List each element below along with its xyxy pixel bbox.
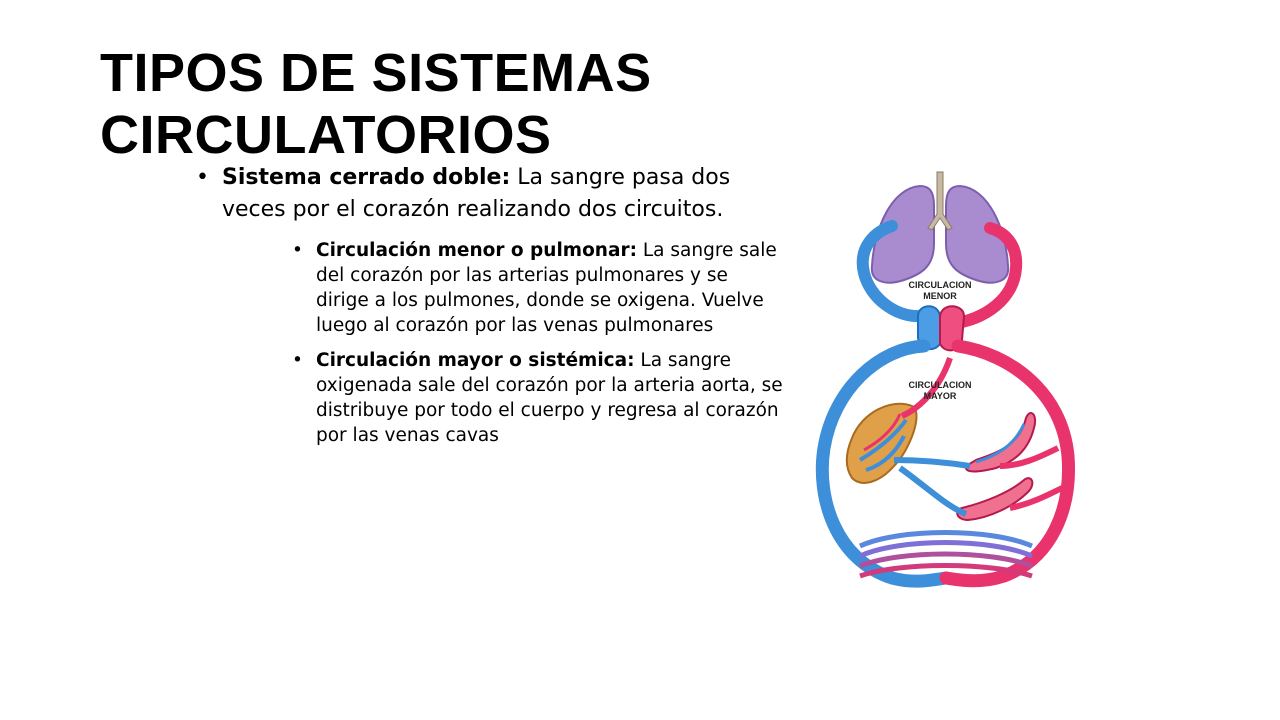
right-lung	[945, 184, 1010, 284]
label-circulacion-mayor-1: CIRCULACION	[909, 380, 972, 390]
bullet-text: La sangre oxigenada sale del corazón por…	[316, 350, 783, 446]
bullet-circulacion-menor: • Circulación menor o pulmonar: La sangr…	[292, 238, 786, 338]
pulmonary-vein-left	[856, 220, 928, 323]
organ-lower-right	[956, 477, 1034, 522]
bullet-dot-icon: •	[292, 240, 303, 261]
systemic-artery-loop	[939, 339, 1075, 588]
vessel-to-lower-organ-blue	[898, 465, 968, 517]
label-circulacion-menor-2: MENOR	[923, 291, 957, 301]
bullet-circulacion-mayor: • Circulación mayor o sistémica: La sang…	[292, 348, 786, 448]
liver-arteries	[863, 413, 902, 452]
bullet-dot-icon: •	[292, 350, 303, 371]
label-circulacion-mayor-2: MAYOR	[924, 391, 957, 401]
bullet-term: Circulación menor o pulmonar:	[316, 240, 637, 261]
body-capillaries	[858, 530, 1033, 579]
slide-content: • Sistema cerrado doble: La sangre pasa …	[196, 162, 786, 458]
liver-vessels	[858, 418, 908, 472]
vessel-to-organs-red	[999, 445, 1060, 469]
heart-left-side	[939, 305, 966, 352]
left-lung	[870, 184, 935, 284]
bullet-term: Sistema cerrado doble:	[222, 165, 511, 190]
slide-title: TIPOS DE SISTEMAS CIRCULATORIOS	[100, 43, 652, 165]
label-circulacion-menor-1: CIRCULACION	[909, 280, 972, 290]
vessel-to-liver-red	[900, 357, 953, 419]
bullet-dot-icon: •	[196, 165, 209, 190]
bullet-term: Circulación mayor o sistémica:	[316, 350, 635, 371]
circulatory-diagram: CIRCULACION MENOR CIRCULACION MAYOR	[815, 171, 1075, 588]
pulmonary-artery-right	[944, 222, 1023, 330]
systemic-vein-loop	[815, 339, 953, 588]
vessel-to-lower-red	[1009, 485, 1064, 511]
bullet-text: La sangre sale del corazón por las arter…	[316, 240, 777, 336]
vessel-to-organs-blue	[893, 457, 971, 469]
trachea	[927, 171, 953, 231]
bullet-text: La sangre pasa dos veces por el corazón …	[222, 165, 731, 222]
bullet-sistema-cerrado-doble: • Sistema cerrado doble: La sangre pasa …	[196, 162, 786, 226]
